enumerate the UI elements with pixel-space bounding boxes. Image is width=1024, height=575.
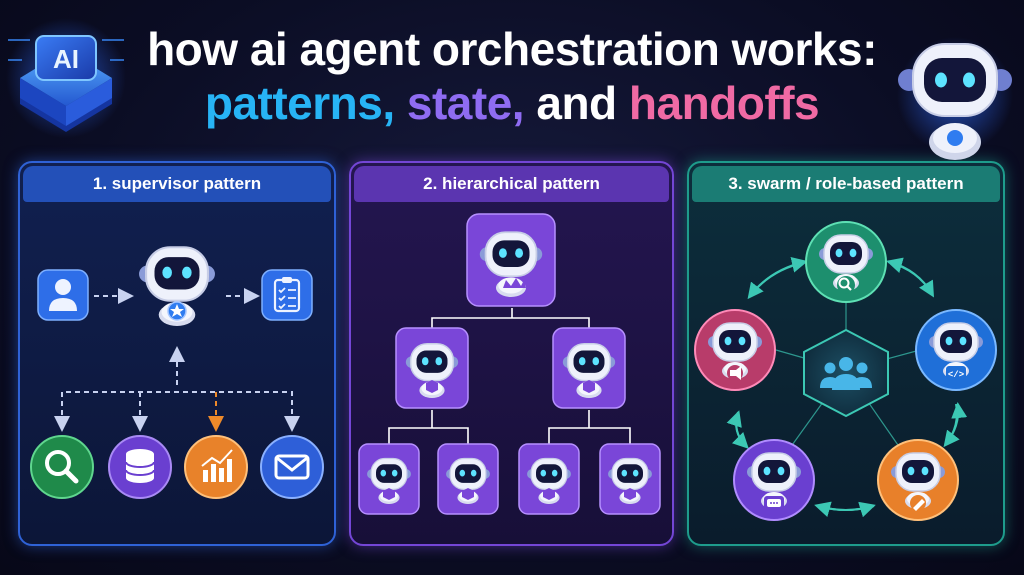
title-word-and: and	[536, 77, 617, 129]
robot-pencil-icon	[877, 439, 959, 521]
worker-robot-icon	[358, 443, 420, 515]
worker-robot-icon	[518, 443, 580, 515]
team-icon	[803, 328, 889, 418]
ai-badge-text: AI	[53, 44, 79, 74]
swarm-panel-title: 3. swarm / role-based pattern	[692, 166, 1000, 202]
robot-search-icon	[805, 221, 887, 303]
title-line-1: how ai agent orchestration works:	[147, 23, 877, 75]
hierarchical-diagram	[358, 213, 661, 515]
title-line-2: patterns, state, and handoffs	[0, 76, 1024, 130]
robot-megaphone-icon	[694, 309, 776, 391]
robot-chat-icon	[733, 439, 815, 521]
svg-text:</>: </>	[948, 370, 964, 380]
mail-icon	[260, 435, 324, 499]
swarm-diagram: </>	[694, 221, 997, 521]
robot-code-icon: </>	[915, 309, 997, 391]
checklist-icon	[261, 269, 313, 321]
manager-robot-icon	[395, 327, 469, 409]
ai-chip-badge: AI	[6, 18, 126, 138]
title-word-handoffs: handoffs	[628, 77, 820, 129]
hierarchical-panel-title: 2. hierarchical pattern	[354, 166, 669, 202]
mascot-robot-icon	[897, 37, 1013, 160]
search-icon	[30, 435, 94, 499]
supervisor-diagram	[30, 246, 324, 499]
worker-robot-icon	[437, 443, 499, 515]
title-word-patterns: patterns,	[204, 77, 395, 129]
leader-robot-icon	[466, 213, 556, 307]
title-word-state: state,	[406, 77, 525, 129]
database-icon	[108, 435, 172, 499]
supervisor-panel-title: 1. supervisor pattern	[23, 166, 331, 202]
user-icon	[37, 269, 89, 321]
worker-robot-icon	[599, 443, 661, 515]
manager-robot-icon	[552, 327, 626, 409]
chart-icon	[184, 435, 248, 499]
supervisor-robot-icon	[137, 246, 217, 326]
